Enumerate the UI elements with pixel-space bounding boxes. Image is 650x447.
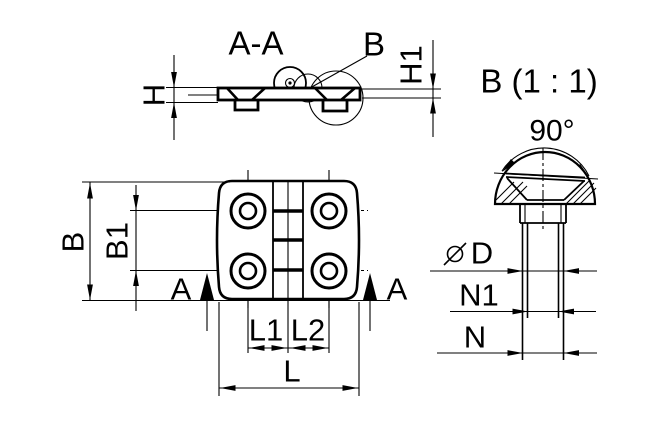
section-hatching (495, 179, 597, 205)
dim-arrow (87, 183, 93, 199)
hole-outer (229, 192, 267, 230)
screw-holes (229, 192, 348, 290)
section-label-right: A (387, 272, 408, 307)
dim-arrow (430, 73, 436, 89)
plate-outline (216, 86, 362, 102)
dim-arrow (342, 385, 358, 391)
dim-n1-label: N1 (459, 278, 499, 313)
dim-d-label: D (471, 236, 493, 271)
hole-outer (229, 252, 267, 290)
countersink-side (506, 177, 528, 201)
dim-arrow (133, 270, 139, 286)
screw-boss-left (233, 100, 260, 112)
countersink-side (563, 180, 585, 201)
section-arrow-left (200, 273, 214, 300)
dim-h-label: H (137, 84, 172, 106)
countersink-left-side (251, 87, 266, 101)
hole-outer (310, 252, 348, 290)
diameter-symbol (443, 242, 467, 266)
detail-view: B (1 : 1) 90° (430, 63, 599, 360)
dim-arrow (430, 98, 436, 114)
dim-arrow (563, 350, 579, 356)
dim-h1-label: H1 (394, 45, 429, 85)
hole-inner (319, 201, 339, 221)
detail-leader-line (309, 55, 368, 89)
dim-l1-label: L1 (249, 313, 283, 348)
detail-marker-label: B (363, 26, 385, 63)
dim-arrow (558, 308, 574, 315)
dim-b1-label: B1 (100, 222, 135, 260)
dim-arrow (220, 385, 236, 391)
hole-inner (319, 261, 339, 281)
section-view: A-A B H H1 (137, 25, 441, 140)
front-view: B B1 A A L1 L2 L (56, 170, 408, 396)
detail-title: B (1 : 1) (480, 63, 597, 100)
angle-label: 90° (529, 115, 574, 148)
hole-outer (310, 192, 348, 230)
countersink-right-side (314, 87, 328, 101)
dim-arrow (507, 350, 523, 356)
dim-arrow (87, 284, 93, 300)
dim-l2-label: L2 (291, 313, 325, 348)
dim-arrow (507, 268, 523, 274)
dim-b-label: B (56, 232, 91, 253)
section-label-left: A (171, 272, 192, 307)
hole-inner (238, 261, 258, 281)
hinge-pin-center (288, 81, 292, 85)
dim-arrow (133, 195, 139, 211)
dim-l-label: L (283, 354, 300, 389)
countersink-left-side (226, 87, 239, 101)
screw-boss-right (321, 100, 349, 113)
countersink-right-side (340, 87, 356, 101)
dim-n-label: N (464, 320, 486, 355)
hole-inner (238, 201, 258, 221)
screw-head-top-2 (505, 176, 586, 182)
dim-arrow (171, 102, 177, 118)
screw-head-top (505, 172, 586, 179)
dim-arrow (563, 268, 579, 274)
dim-arrow (512, 308, 528, 315)
dim-arrow (171, 72, 177, 88)
section-title: A-A (228, 25, 283, 62)
section-arrow-right (363, 273, 377, 300)
